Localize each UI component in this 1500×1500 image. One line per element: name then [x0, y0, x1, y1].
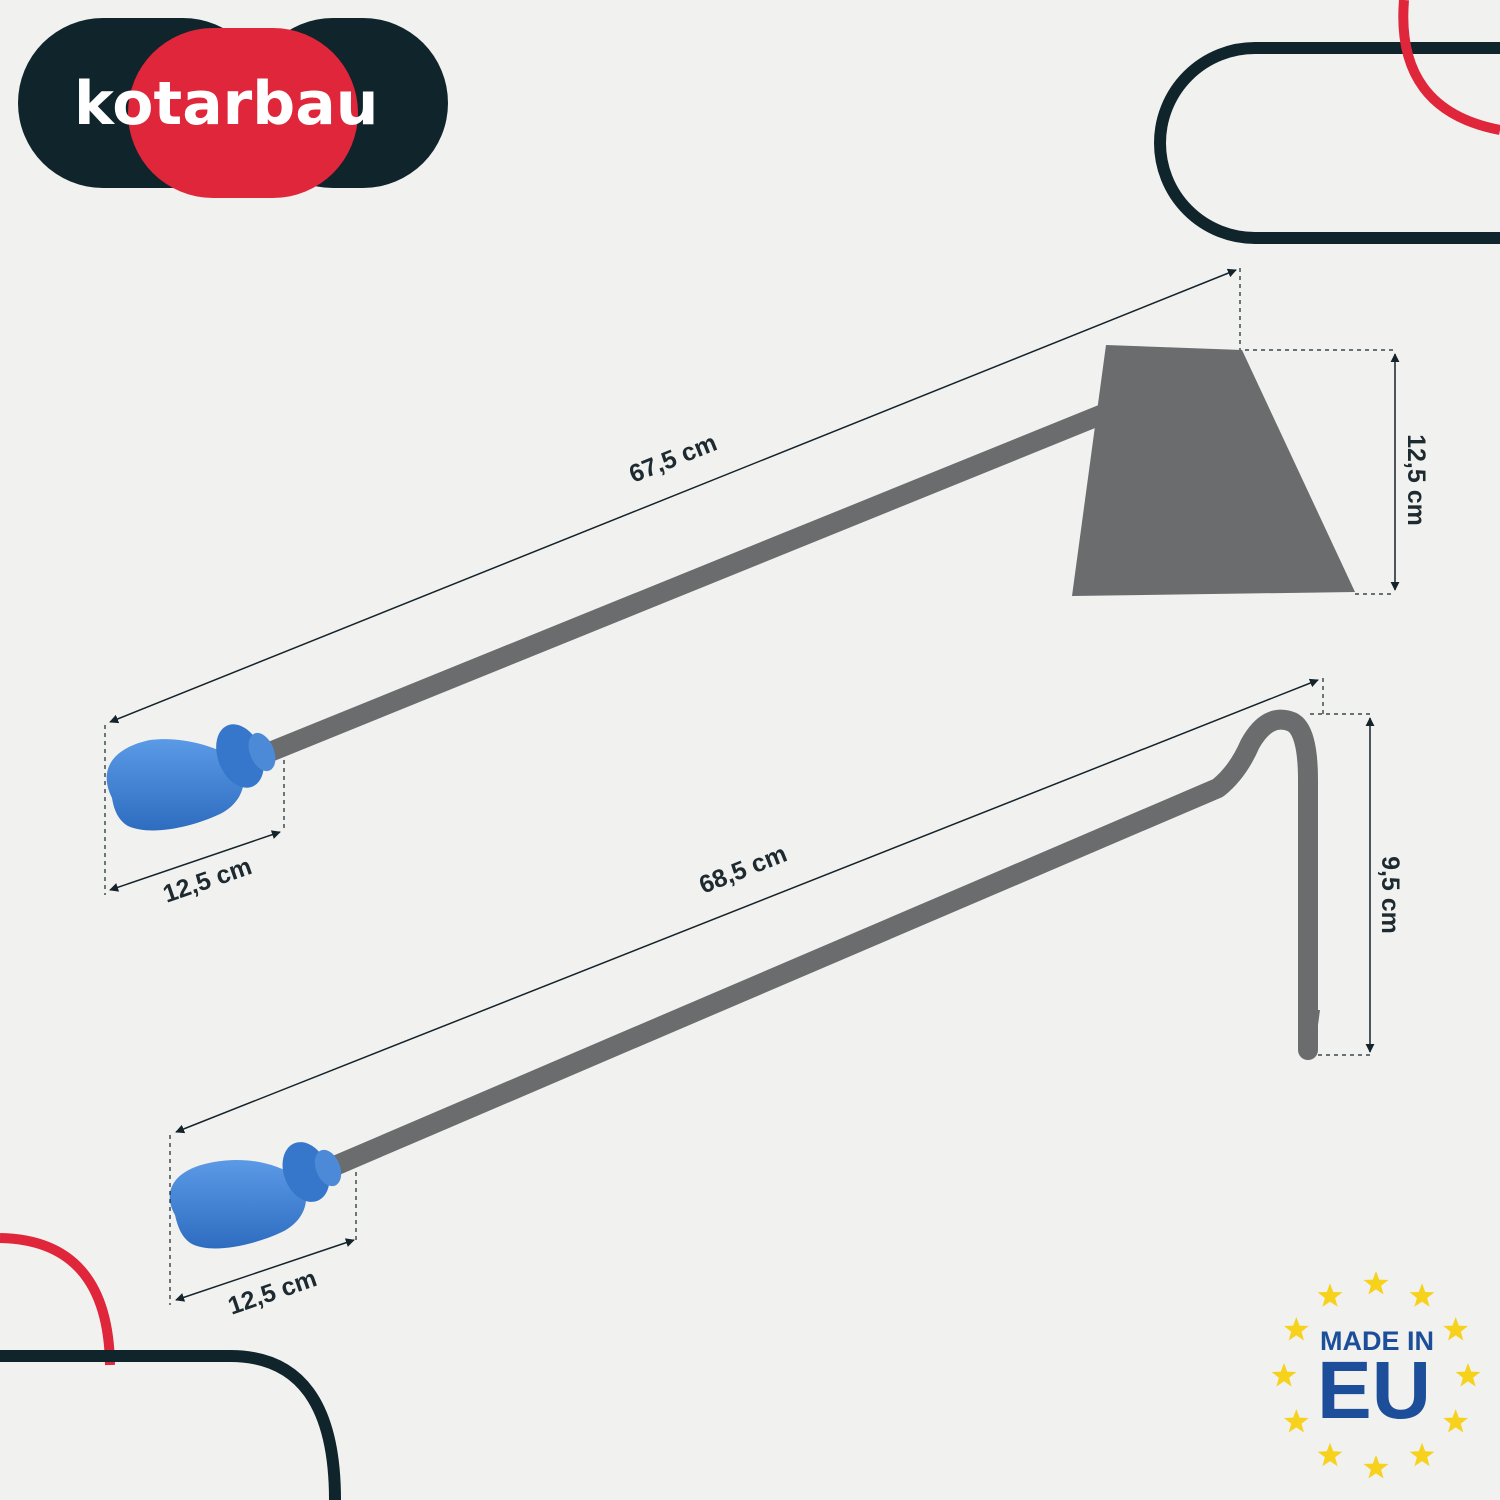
hook-handle-length-label: 12,5 cm: [224, 1264, 320, 1320]
hook-tool: [169, 709, 1320, 1249]
badge-eu-text: EU: [1317, 1345, 1431, 1436]
hook-shaft: [320, 709, 1318, 1178]
star-icon: [1409, 1283, 1435, 1307]
hoe-length-line: [109, 268, 1237, 724]
star-icon: [1284, 1317, 1309, 1341]
star-icon: [1284, 1409, 1309, 1433]
hoe-length-label: 67,5 cm: [625, 429, 721, 489]
star-icon: [1363, 1455, 1389, 1479]
brand-logo-text: kotarbau: [74, 69, 378, 139]
star-icon: [1271, 1363, 1297, 1387]
hoe-handle-length-label: 12,5 cm: [159, 852, 255, 908]
made-in-eu-badge: MADE IN EU: [1271, 1271, 1481, 1479]
eu-star-ring: [1271, 1271, 1481, 1479]
ring-outline-top-right: [1154, 42, 1500, 244]
brand-logo: kotarbau: [18, 18, 448, 198]
badge-made-in-text: MADE IN: [1320, 1326, 1434, 1356]
ring-arc-top-right-red: [1398, 0, 1500, 135]
hook-length-label: 68,5 cm: [695, 840, 791, 900]
star-icon: [1409, 1442, 1435, 1467]
star-icon: [1443, 1409, 1468, 1433]
hoe-tool: [106, 345, 1355, 831]
hook-length-line: [175, 678, 1319, 1134]
dimension-lines: [104, 268, 1400, 1305]
hook-handle-length-line: [175, 1238, 355, 1302]
hoe-blade: [1072, 345, 1355, 596]
star-icon: [1455, 1363, 1481, 1387]
star-icon: [1317, 1283, 1343, 1307]
star-icon: [1443, 1317, 1468, 1341]
hoe-handle: [106, 724, 276, 831]
hoe-blade-height-label: 12,5 cm: [1402, 434, 1430, 526]
ring-arc-bottom-left-dark: [0, 1350, 341, 1500]
hook-handle: [169, 1142, 342, 1249]
star-icon: [1317, 1442, 1343, 1467]
star-icon: [1363, 1271, 1389, 1295]
ring-arc-bottom-left-red: [0, 1233, 115, 1366]
hook-height-label: 9,5 cm: [1376, 856, 1404, 934]
